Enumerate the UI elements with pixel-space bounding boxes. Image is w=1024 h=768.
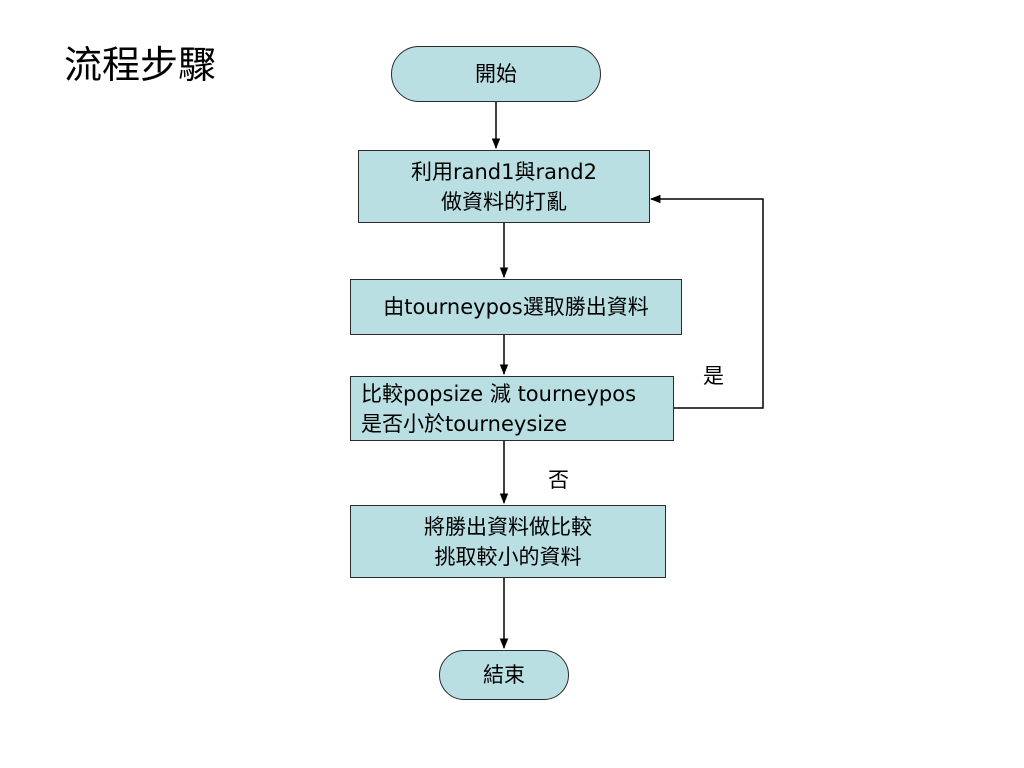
start-label: 開始 <box>475 62 517 86</box>
shuffle-step: 利用rand1與rand2 做資料的打亂 <box>358 150 650 223</box>
arrow-decision-yes-loop <box>649 194 764 409</box>
decision-box: 比較popsize 減 tourneypos 是否小於tourneysize <box>350 376 674 441</box>
shuffle-step-line1: 利用rand1與rand2 <box>410 159 597 184</box>
end-label: 結束 <box>483 663 525 687</box>
decision-line2: 是否小於tourneysize <box>361 411 568 436</box>
shuffle-step-line2: 做資料的打亂 <box>441 189 567 214</box>
no-branch-label: 否 <box>548 468 569 492</box>
compare-step-line1: 將勝出資料做比較 <box>424 514 592 539</box>
end-terminal: 結束 <box>439 650 569 700</box>
compare-step-line2: 挑取較小的資料 <box>434 544 582 569</box>
select-winner-step: 由tourneypos選取勝出資料 <box>350 279 682 335</box>
slide-title: 流程步驟 <box>64 43 217 87</box>
compare-step: 將勝出資料做比較 挑取較小的資料 <box>350 505 666 578</box>
yes-branch-label: 是 <box>703 364 724 388</box>
decision-line1: 比較popsize 減 tourneypos <box>361 381 637 406</box>
select-winner-label: 由tourneypos選取勝出資料 <box>383 295 649 319</box>
start-terminal: 開始 <box>391 46 601 102</box>
